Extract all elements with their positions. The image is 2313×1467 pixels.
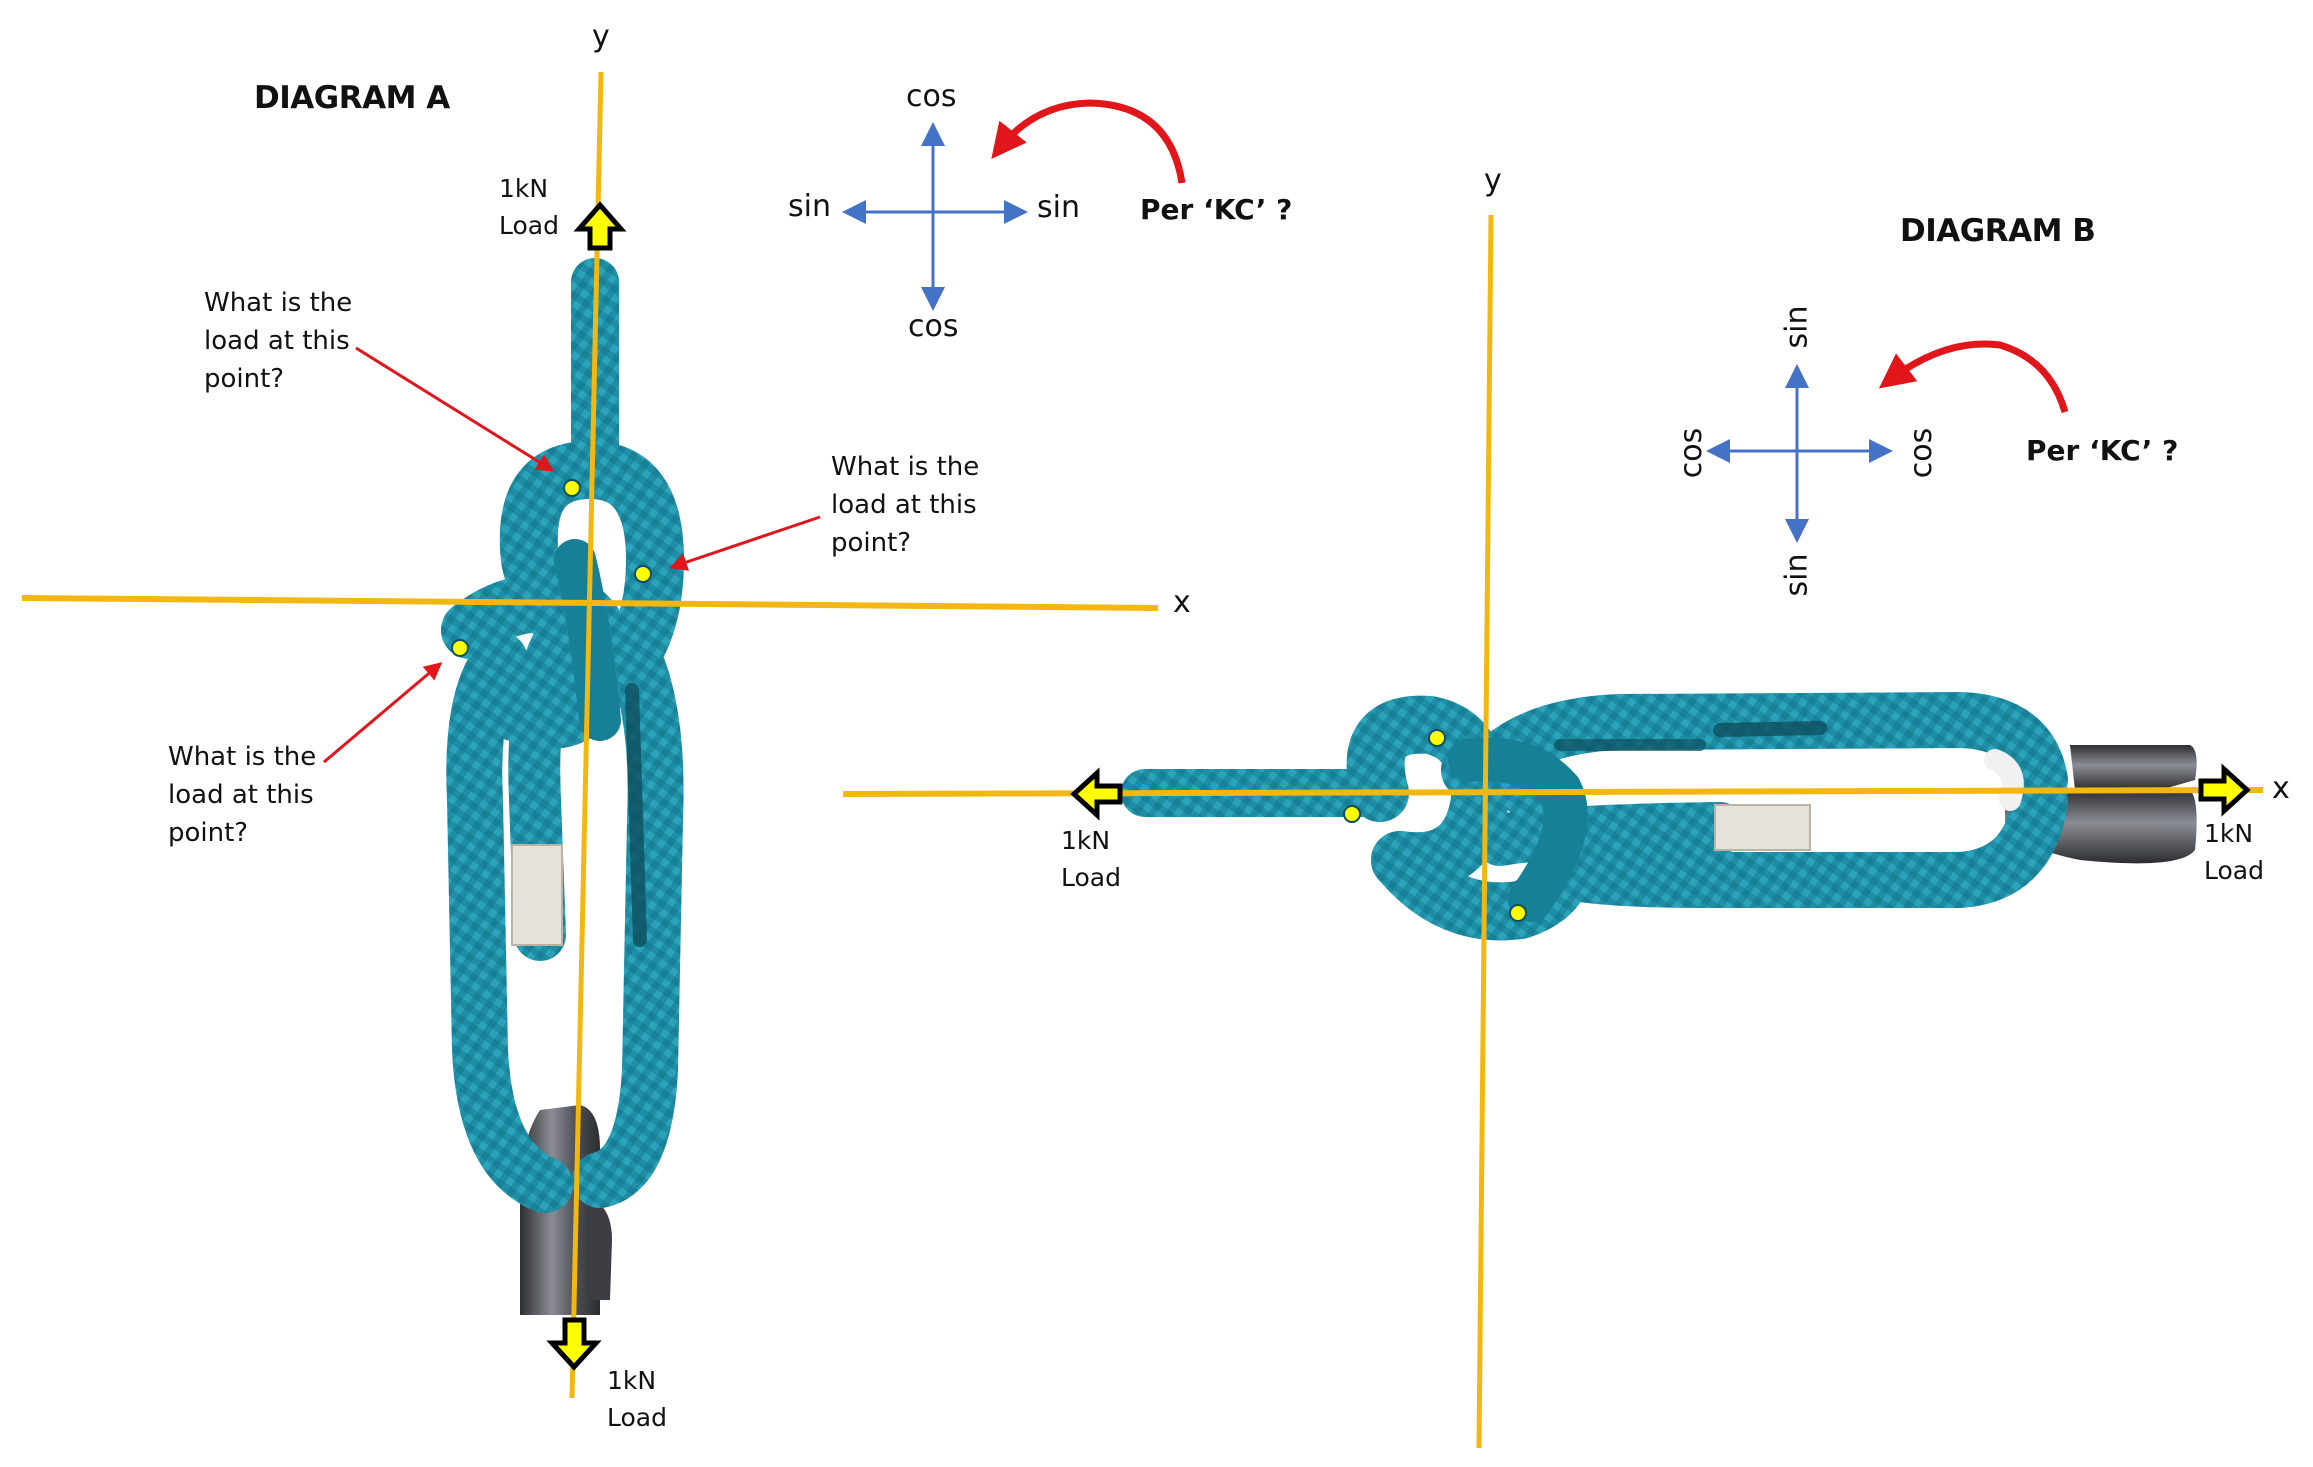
rotation-arrow-b [1878, 340, 2069, 413]
load-point-a1[interactable] [563, 479, 581, 497]
load-point-b3[interactable] [1509, 904, 1527, 922]
y-axis-b [1476, 214, 1494, 1449]
right-load-value: 1kN [2204, 819, 2254, 848]
question-label-a2: What is the load at this point? [831, 448, 979, 562]
trig-a-right-label: sin [1037, 190, 1080, 225]
question-a3-line2: load at this [168, 780, 314, 810]
trig-a-up-label: cos [906, 79, 957, 114]
right-load-label: 1kN Load [2204, 815, 2264, 889]
trig-b-right-label: cos [1904, 427, 1940, 479]
rotation-note-a: Per ‘KC’ ? [1140, 193, 1293, 226]
question-a2-line2: load at this [831, 490, 977, 520]
rotation-arrow-a [991, 99, 1186, 184]
question-a1-line1: What is the [204, 288, 353, 318]
load-point-a2[interactable] [634, 565, 652, 583]
load-arrow-right-b [2198, 763, 2251, 817]
trig-b-up-label: sin [1779, 305, 1815, 349]
diagram-a-title: DIAGRAM A [254, 80, 450, 116]
load-point-a3[interactable] [451, 639, 469, 657]
rotation-note-b: Per ‘KC’ ? [2026, 434, 2179, 467]
load-arrow-up-a [573, 201, 627, 251]
left-load-label: 1kN Load [1061, 822, 1121, 896]
question-label-a1: What is the load at this point? [204, 284, 352, 398]
pointer-arrow-a2 [669, 515, 821, 571]
load-point-b2[interactable] [1343, 805, 1361, 823]
trig-cross-a [842, 122, 1028, 311]
load-point-b1[interactable] [1428, 729, 1446, 747]
rope-b [1121, 691, 2068, 941]
bottom-load-word: Load [607, 1403, 667, 1432]
pointer-arrow-a1 [355, 346, 555, 472]
diagram-b [842, 214, 2264, 1449]
trig-cross-b [1706, 364, 1893, 543]
top-load-word: Load [499, 211, 559, 240]
trig-a-down-label: cos [908, 309, 959, 344]
bottom-load-label: 1kN Load [607, 1362, 667, 1436]
x-axis-b [842, 787, 2264, 797]
pointer-arrow-a3 [323, 662, 443, 764]
question-a1-line2: load at this [204, 326, 350, 356]
trig-b-left-label: cos [1674, 427, 1710, 479]
y-axis-a-label: y [592, 19, 610, 54]
rope-a [441, 258, 685, 1213]
y-axis-b-label: y [1484, 163, 1502, 198]
right-load-word: Load [2204, 856, 2264, 885]
left-load-value: 1kN [1061, 826, 1111, 855]
bottom-load-value: 1kN [607, 1366, 657, 1395]
question-label-a3: What is the load at this point? [168, 738, 316, 852]
diagram-b-title: DIAGRAM B [1900, 213, 2096, 249]
question-a3-line3: point? [168, 818, 249, 848]
x-axis-a [21, 595, 1159, 611]
question-a2-line3: point? [831, 528, 912, 558]
diagram-a [21, 71, 1186, 1399]
question-a3-line1: What is the [168, 742, 317, 772]
trig-b-down-label: sin [1779, 553, 1815, 597]
x-axis-a-label: x [1173, 585, 1191, 620]
load-arrow-left-b [1070, 767, 1123, 821]
top-load-label: 1kN Load [499, 170, 559, 244]
y-axis-a [569, 71, 604, 1399]
top-load-value: 1kN [499, 174, 549, 203]
x-axis-b-label: x [2272, 771, 2290, 806]
question-a1-line3: point? [204, 364, 285, 394]
left-load-word: Load [1061, 863, 1121, 892]
question-a2-line1: What is the [831, 452, 980, 482]
trig-a-left-label: sin [788, 189, 831, 224]
load-arrow-down-a [546, 1317, 602, 1371]
